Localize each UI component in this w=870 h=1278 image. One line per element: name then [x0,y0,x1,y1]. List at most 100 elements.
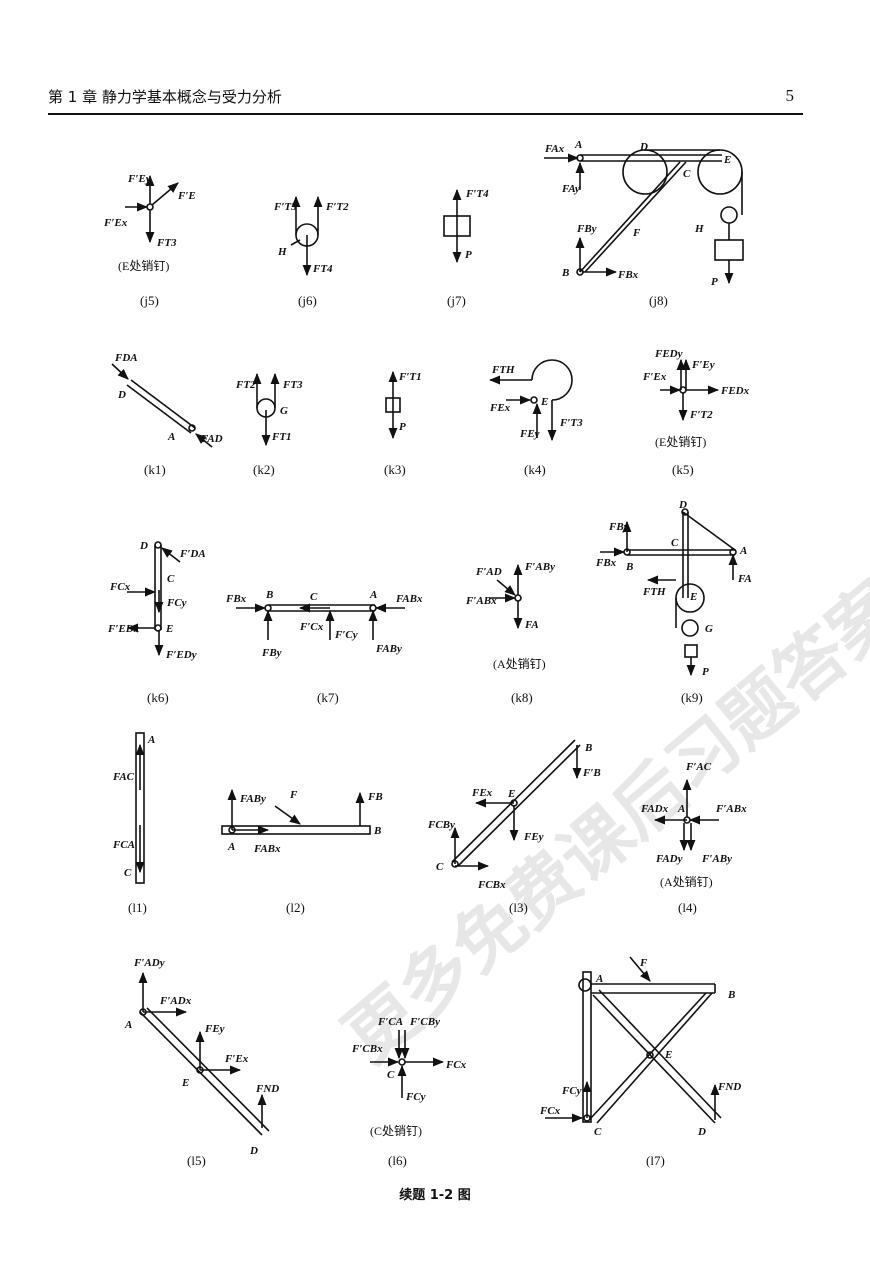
subfigure-k8 [490,563,523,630]
subfigure-k9 [600,508,738,677]
caption-k8: (k8) [511,690,533,705]
subfigure-j7 [443,188,471,264]
label-l7-a: A [595,973,603,985]
label-j8-fby: FBy [576,223,597,235]
label-k1-fad: FAD [200,433,223,445]
label-j8-a: A [574,139,582,151]
note-l6: (C处销钉) [370,1124,422,1138]
label-k6-c: C [167,573,175,585]
label-k2-ft3: FT3 [282,379,303,391]
label-k9-d: D [678,499,687,511]
label-l6-fcby: F′CBy [409,1016,440,1028]
label-k8-faby: F′ABy [524,561,555,573]
label-l1-c: C [124,867,132,879]
label-l7-fcx: FCx [539,1105,561,1117]
label-j6-ft2: F′T2 [325,201,349,213]
label-l6-fcy: FCy [405,1091,426,1103]
label-l6-fcbx: F′CBx [351,1043,383,1055]
label-k1-a: A [167,431,175,443]
subfigure-l2 [221,788,371,835]
caption-k5: (k5) [672,462,694,477]
label-l2-faby: FABy [239,793,266,805]
label-k9-b: B [625,561,633,573]
label-k2-g: G [280,405,288,417]
figure-caption: 续题 1-2 图 [399,1188,471,1203]
label-l7-d: D [697,1126,706,1138]
label-k1-d: D [117,389,126,401]
subfigure-l4 [653,778,719,852]
subfigure-l6 [370,1030,445,1098]
label-j6-ft4: FT4 [312,263,333,275]
label-k7-fabx: FABx [395,593,423,605]
label-l5-fadx: F′ADx [159,995,192,1007]
label-l5-e: E [181,1077,189,1089]
page-number: 5 [785,86,795,105]
label-l3-c: C [436,861,444,873]
label-l4-fac: F′AC [685,761,712,773]
label-l5-fady: F′ADy [133,957,165,969]
label-l5-a: A [124,1019,132,1031]
label-j8-p: P [711,276,718,288]
caption-j7: (j7) [447,293,466,308]
label-l3-fcby: FCBy [427,819,455,831]
label-k9-c: C [671,537,679,549]
subfigure-j8 [544,149,744,285]
label-k9-g: G [705,623,713,635]
note-j5: (E处销钉) [118,259,169,273]
label-j8-fax: FAx [544,143,565,155]
subfigure-k3 [385,370,401,440]
label-l2-fb: FB [367,791,383,803]
subfigure-l5 [138,971,270,1136]
label-l3-fcbx: FCBx [477,879,506,891]
label-k6-fedy: F′EDy [165,649,197,661]
caption-k3: (k3) [384,462,406,477]
label-k5-ft2: F′T2 [689,409,713,421]
label-k8-fa: FA [524,619,539,631]
label-l6-fca: F′CA [377,1016,403,1028]
page-header: 第 1 章 静力学基本概念与受力分析 5 [48,86,808,112]
caption-j5: (j5) [140,293,159,308]
label-k7-faby: FABy [375,643,402,655]
label-k7-fcy: F′Cy [334,629,358,641]
label-j8-b: B [561,267,569,279]
label-k6-d: D [139,540,148,552]
label-j6-ft3: F′T3 [273,201,297,213]
label-k8-fabx: F′ABx [465,595,497,607]
label-k7-b: B [265,589,273,601]
label-k7-c: C [310,591,318,603]
caption-k2: (k2) [253,462,275,477]
caption-l3: (l3) [509,900,528,915]
label-k4-ft3: F′T3 [559,417,583,429]
label-j8-h: H [694,223,704,235]
label-l6-fcx: FCx [445,1059,467,1071]
label-j8-e: E [723,154,731,166]
label-l7-e: E [664,1049,672,1061]
label-k5-fey: F′Ey [691,359,715,371]
label-k9-fth: FTH [642,586,666,598]
subfigure-k4 [488,359,573,442]
label-l7-fnd: FND [717,1081,741,1093]
label-l7-fcy: FCy [561,1085,582,1097]
subfigure-k1 [111,363,213,448]
label-j6-h: H [277,246,287,258]
label-l2-fabx: FABx [253,843,281,855]
label-l2-f: F [289,789,298,801]
label-k5-fex: F′Ex [642,371,667,383]
label-k4-fth: FTH [491,364,515,376]
label-l4-a: A [677,803,685,815]
label-k2-ft1: FT1 [271,431,292,443]
label-l1-fac: FAC [112,771,135,783]
label-l5-fex: F′Ex [224,1053,249,1065]
subfigure-j6 [290,195,323,277]
caption-l5: (l5) [187,1153,206,1168]
subfigure-l1 [135,732,145,884]
label-k4-fey: FEy [519,428,540,440]
caption-l1: (l1) [128,900,147,915]
label-k4-fex: FEx [489,402,511,414]
label-k5-fedx: FEDx [720,385,750,397]
label-k6-e: E [165,623,173,635]
caption-j8: (j8) [649,293,668,308]
label-j5-fex: F′Ex [103,217,128,229]
label-j5-fey: F′Ey [127,173,151,185]
